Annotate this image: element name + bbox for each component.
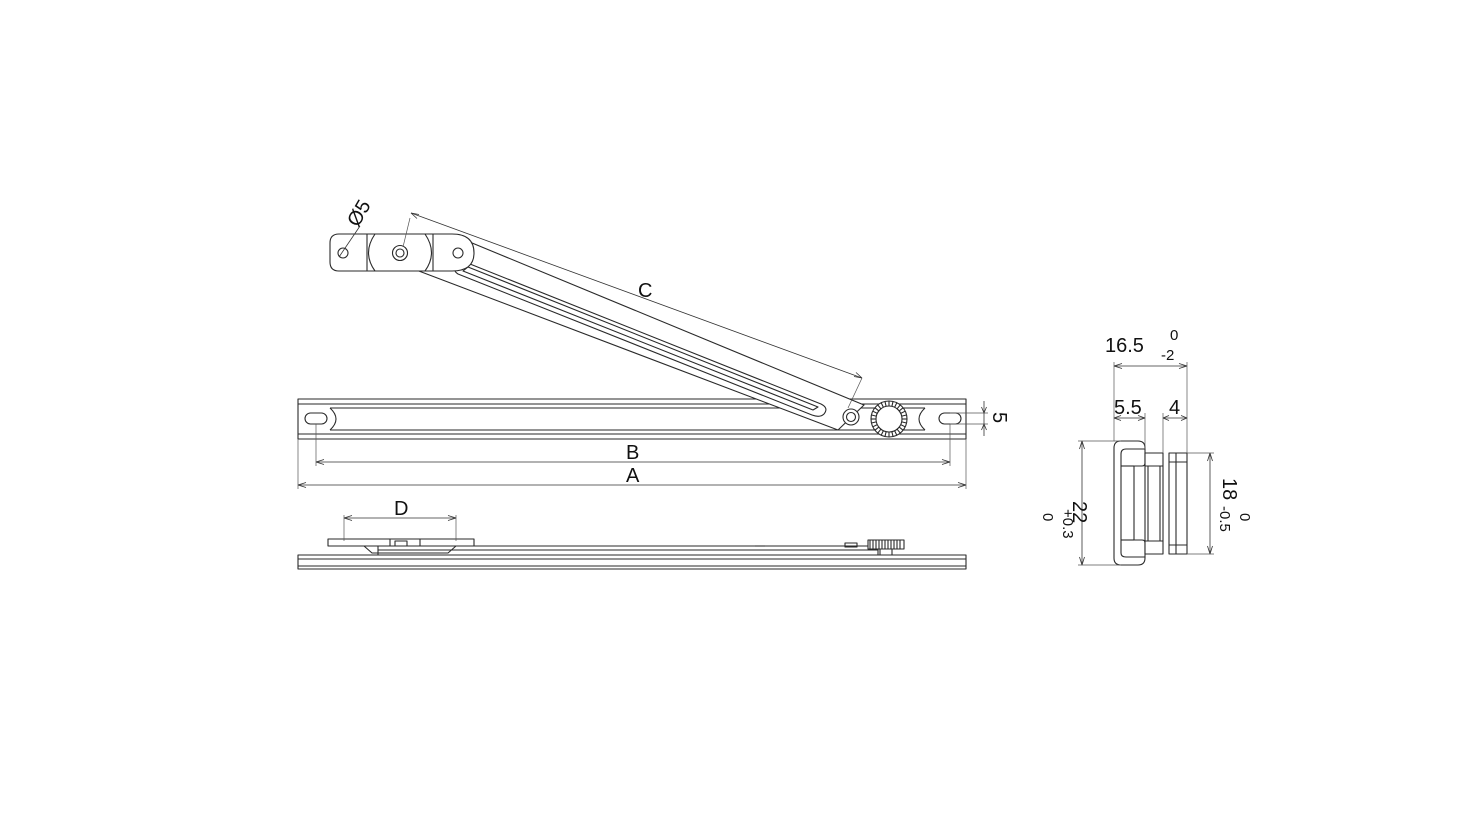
channel-height-tol-lower: 0 <box>1039 513 1056 521</box>
dimension-channel-height: 22 +0.3 0 <box>1039 440 1121 566</box>
knob-tooth <box>900 424 906 428</box>
rail-width-label: 4 <box>1169 397 1180 419</box>
slot-width-label: 5 <box>988 412 1010 423</box>
knob-tooth <box>901 421 907 424</box>
hole-diameter-label: Ø5 <box>343 196 375 230</box>
knob-tooth <box>900 410 906 414</box>
knob-tooth <box>871 421 877 424</box>
knob-tooth <box>894 402 898 408</box>
knob-tooth <box>896 404 901 410</box>
slider-rivet <box>842 408 860 426</box>
dimension-overall-length: A <box>297 439 967 489</box>
knob-tooth <box>901 414 907 417</box>
channel-width-label: 5.5 <box>1114 397 1142 419</box>
rail-height-tol-lower: -0.5 <box>1216 506 1233 532</box>
cross-section-view <box>1113 440 1188 566</box>
overall-width-label: 16.5 <box>1105 335 1144 357</box>
dimension-overall-width: 16.5 0 -2 <box>1105 327 1188 453</box>
knob-tooth <box>898 407 904 412</box>
knob-tooth <box>894 430 898 436</box>
dimension-rail-height: 18 0 -0.5 <box>1187 452 1253 555</box>
knob-tooth <box>872 410 878 414</box>
overall-length-label: A <box>626 465 640 487</box>
knob-tooth <box>898 426 904 431</box>
track-top-view <box>297 398 967 440</box>
knob-tooth <box>884 401 887 407</box>
arm-top-view <box>329 233 865 431</box>
adjustment-knob-icon <box>870 400 908 438</box>
right-slot-hole <box>938 412 962 425</box>
side-view <box>297 538 967 570</box>
knob-tooth <box>896 428 901 434</box>
knob-tooth <box>872 424 878 428</box>
overall-width-tol-lower: -2 <box>1161 347 1174 364</box>
pivot-hole-left <box>337 247 349 259</box>
dimension-slot-span: B <box>315 424 951 466</box>
rail-height-label: 18 <box>1218 478 1240 500</box>
channel-height-tol-upper: +0.3 <box>1059 509 1076 539</box>
knob-tooth <box>891 431 894 437</box>
knob-tooth <box>877 404 882 410</box>
rail-height-tol-upper: 0 <box>1236 513 1253 521</box>
knob-tooth <box>891 401 894 407</box>
pivot-hole-right <box>452 247 464 259</box>
slot-span-label: B <box>626 442 639 464</box>
left-slot-hole <box>304 412 328 425</box>
knob-tooth <box>874 426 880 431</box>
knob-tooth <box>880 430 884 436</box>
knob-tooth <box>880 402 884 408</box>
arm-length-label: C <box>638 280 652 302</box>
knob-tooth <box>884 431 887 437</box>
knob-tooth <box>877 428 882 434</box>
pivot-rivet <box>391 244 409 262</box>
knob-tooth <box>871 414 877 417</box>
dimension-rail-width: 4 <box>1162 397 1188 453</box>
dimension-arm-length: C <box>402 212 863 409</box>
overall-width-tol-upper: 0 <box>1170 327 1178 344</box>
dimension-channel-width: 5.5 <box>1113 397 1146 449</box>
pivot-offset-label: D <box>394 498 408 520</box>
dimension-slot-width: 5 <box>950 401 1010 436</box>
knob-tooth <box>874 407 880 412</box>
channel-height-label: 22 <box>1068 501 1090 523</box>
dimension-pivot-offset: D <box>343 498 457 541</box>
